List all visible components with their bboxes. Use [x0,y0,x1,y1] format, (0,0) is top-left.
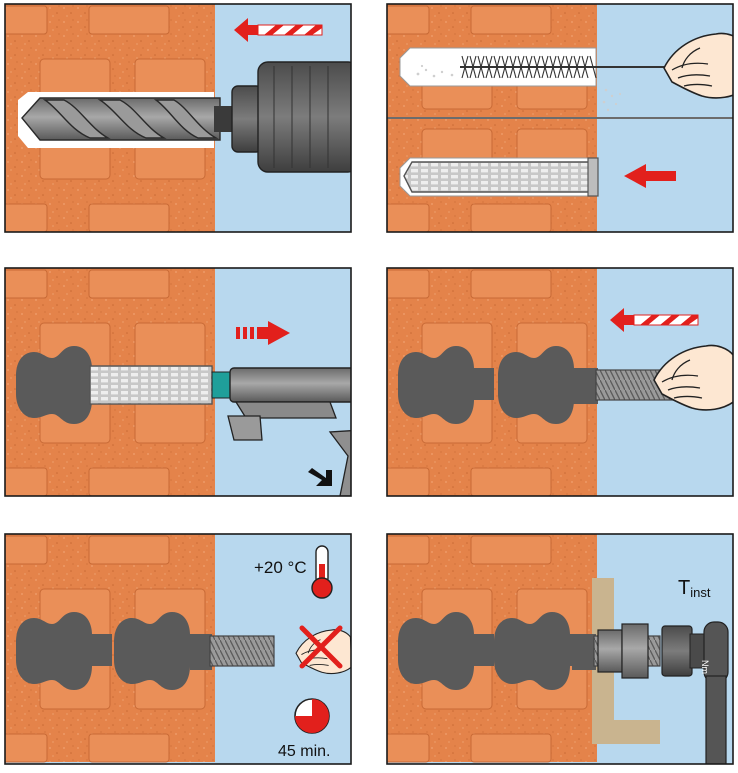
torque-label: Tinst [678,577,711,600]
panel-drill-hole [4,3,352,233]
trigger-arrow-icon [308,468,332,486]
sieve-sleeve [403,157,599,197]
panel-clean-insert [386,3,734,233]
nut [621,623,649,679]
push-arrow-icon [236,321,290,345]
clock-icon [294,698,330,734]
injection-gun-icon [227,367,351,496]
drill-icon [214,61,351,173]
panel-insert-rod [386,267,734,497]
thermometer-icon [311,545,333,599]
cure-time-label: 45 min. [278,743,330,760]
insert-arrow-icon [624,164,676,188]
drill-bit [21,97,221,141]
panel-curing: +20 °C 45 min. [4,533,352,765]
sieve-sleeve [89,365,213,405]
wrench-mark: Nm [700,660,710,674]
torque-wrench-icon: Nm [661,621,729,764]
washer [597,629,623,673]
threaded-rod [209,635,275,667]
fixture-plate [592,578,660,744]
no-touch-icon [295,625,351,675]
panel-torque: Nm Tinst [386,533,734,765]
brush-icon [460,55,700,79]
panel-inject-mortar [4,267,352,497]
temperature-label: +20 °C [254,558,307,577]
